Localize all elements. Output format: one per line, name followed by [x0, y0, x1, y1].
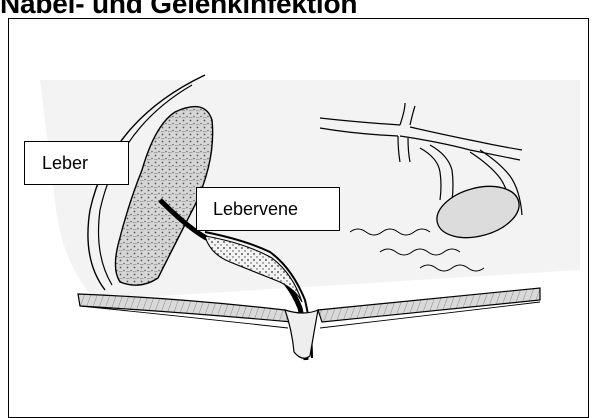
label-hepatic-vein-text: Lebervene [213, 199, 298, 220]
lower-wall-band [78, 288, 540, 358]
label-liver-text: Leber [42, 153, 88, 174]
label-hepatic-vein: Lebervene [196, 187, 340, 231]
label-liver: Leber [24, 141, 129, 185]
